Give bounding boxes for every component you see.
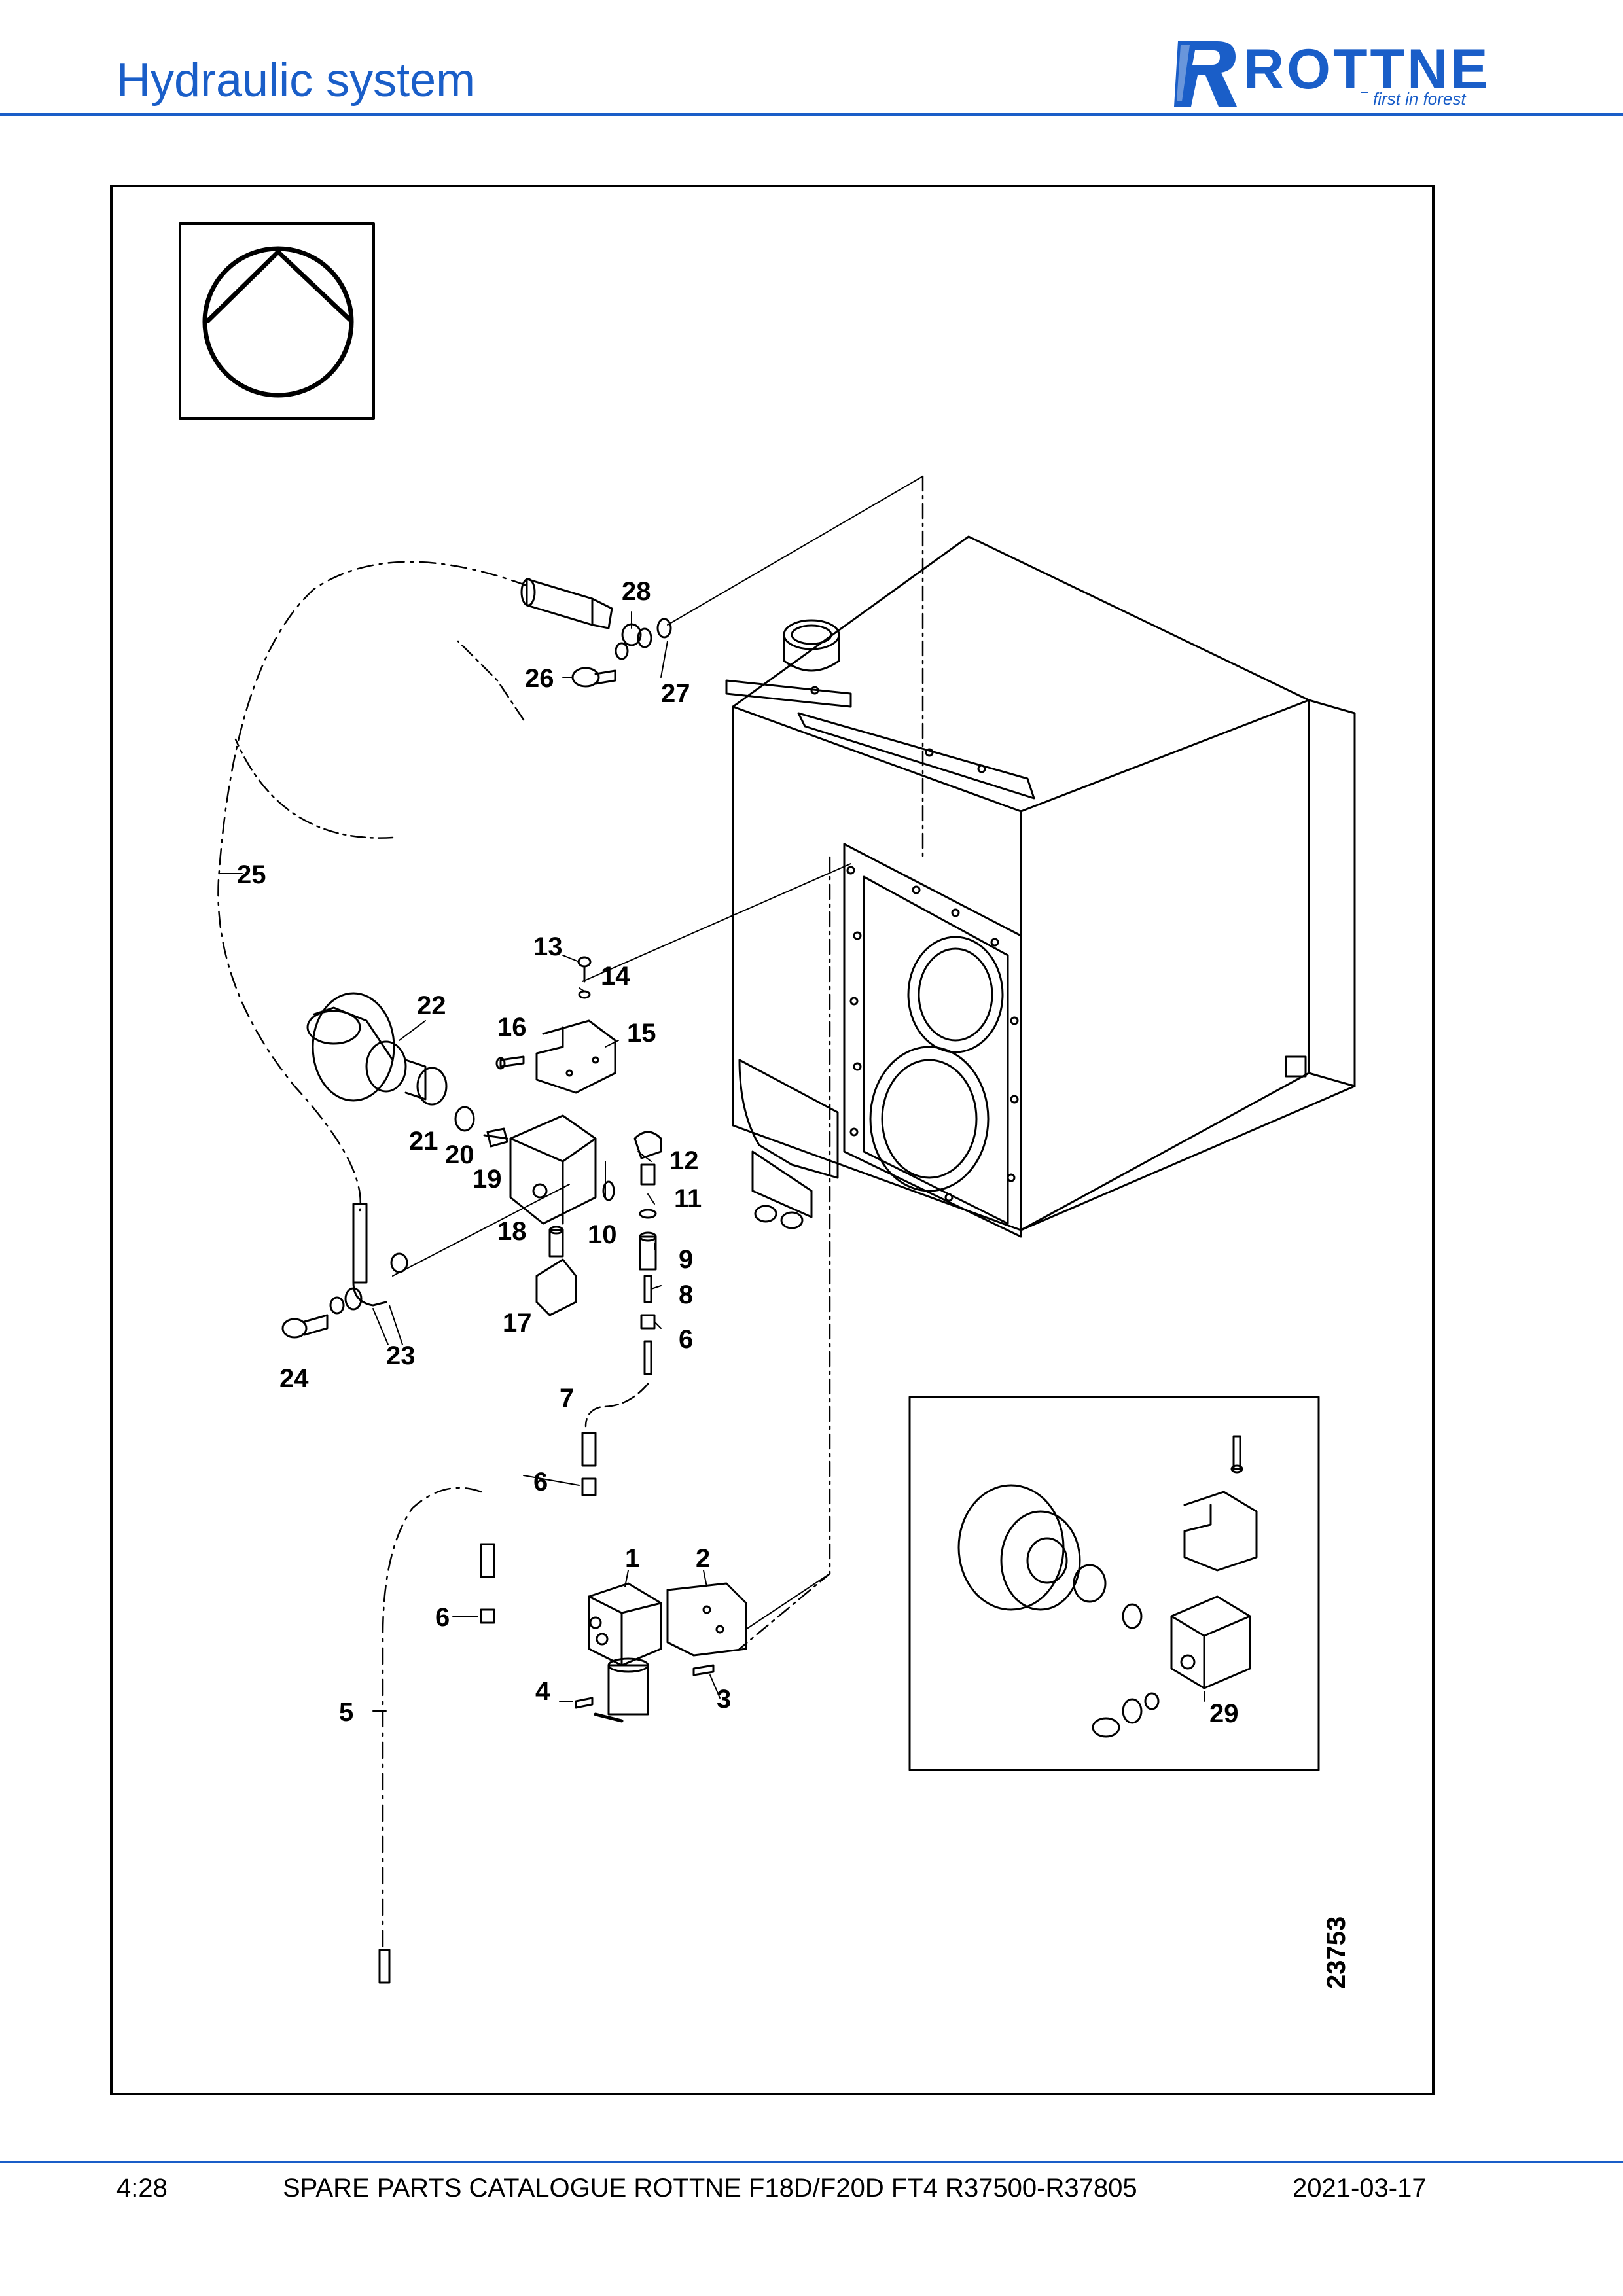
coupling-parts: [378, 1432, 597, 1984]
part-label-28: 28: [622, 577, 651, 606]
filler-cap: [783, 619, 840, 672]
part-label-1: 1: [625, 1544, 640, 1573]
solenoid-17: [535, 1226, 577, 1316]
hydraulic-tank: [725, 535, 1356, 1238]
part-label-6-lower: 6: [435, 1603, 450, 1632]
footer-rule: [0, 2161, 1623, 2163]
hose-5: [382, 1487, 482, 1951]
part-label-5: 5: [339, 1698, 354, 1727]
part-label-13: 13: [533, 932, 563, 961]
hose-25: [217, 561, 528, 1212]
part-label-24: 24: [279, 1364, 309, 1393]
rottne-logo: ROTTNE first in forest: [1174, 38, 1491, 109]
part-label-16: 16: [497, 1013, 527, 1042]
part-label-20: 20: [445, 1140, 474, 1169]
drawing-number: 23753: [1322, 1916, 1351, 1989]
rottne-logo-mark: [1174, 41, 1237, 107]
drawing-frame: [110, 185, 1435, 2095]
part-label-26: 26: [525, 664, 554, 693]
part-label-29: 29: [1209, 1699, 1239, 1728]
part-label-15: 15: [627, 1019, 656, 1048]
part-label-25: 25: [237, 860, 266, 889]
part-label-23: 23: [386, 1341, 416, 1370]
part-label-14: 14: [601, 962, 630, 991]
inset-detail-29: [908, 1396, 1320, 1771]
return-pipe-23: [281, 1203, 408, 1339]
footer-date: 2021-03-17: [1293, 2174, 1427, 2202]
part-label-11: 11: [674, 1184, 702, 1213]
valve-block-18: [483, 1114, 597, 1225]
part-label-19: 19: [473, 1165, 502, 1193]
view-direction-symbol: [179, 222, 375, 420]
part-label-7: 7: [560, 1384, 575, 1413]
part-label-4: 4: [535, 1677, 550, 1706]
part-label-22: 22: [417, 991, 446, 1020]
filter-22: [306, 992, 508, 1148]
part-label-6-upper: 6: [679, 1325, 694, 1354]
part-label-21: 21: [409, 1127, 438, 1156]
part-label-17: 17: [503, 1309, 532, 1337]
fitting-stack: [602, 1131, 662, 1375]
part-label-12: 12: [669, 1146, 699, 1175]
leader-lines: [219, 611, 1205, 1712]
fitting-26-28: [520, 578, 672, 688]
logo-wordmark: ROTTNE: [1243, 38, 1491, 101]
part-label-10: 10: [588, 1220, 617, 1249]
part-label-27: 27: [661, 679, 690, 708]
footer-catalogue-title: SPARE PARTS CATALOGUE ROTTNE F18D/F20D F…: [283, 2174, 1137, 2202]
part-label-2: 2: [696, 1544, 711, 1573]
part-label-9: 9: [679, 1245, 694, 1274]
pump-1: [588, 1582, 662, 1723]
logo-tagline: first in forest: [1373, 89, 1467, 109]
header-rule: [0, 113, 1623, 116]
part-label-6-middle: 6: [533, 1468, 548, 1496]
part-label-8: 8: [679, 1280, 694, 1309]
page-title: Hydraulic system: [116, 54, 476, 107]
part-label-3: 3: [717, 1685, 732, 1714]
footer-page-number: 4:28: [116, 2174, 168, 2202]
bracket-2: [575, 1582, 747, 1709]
part-label-18: 18: [497, 1217, 527, 1246]
